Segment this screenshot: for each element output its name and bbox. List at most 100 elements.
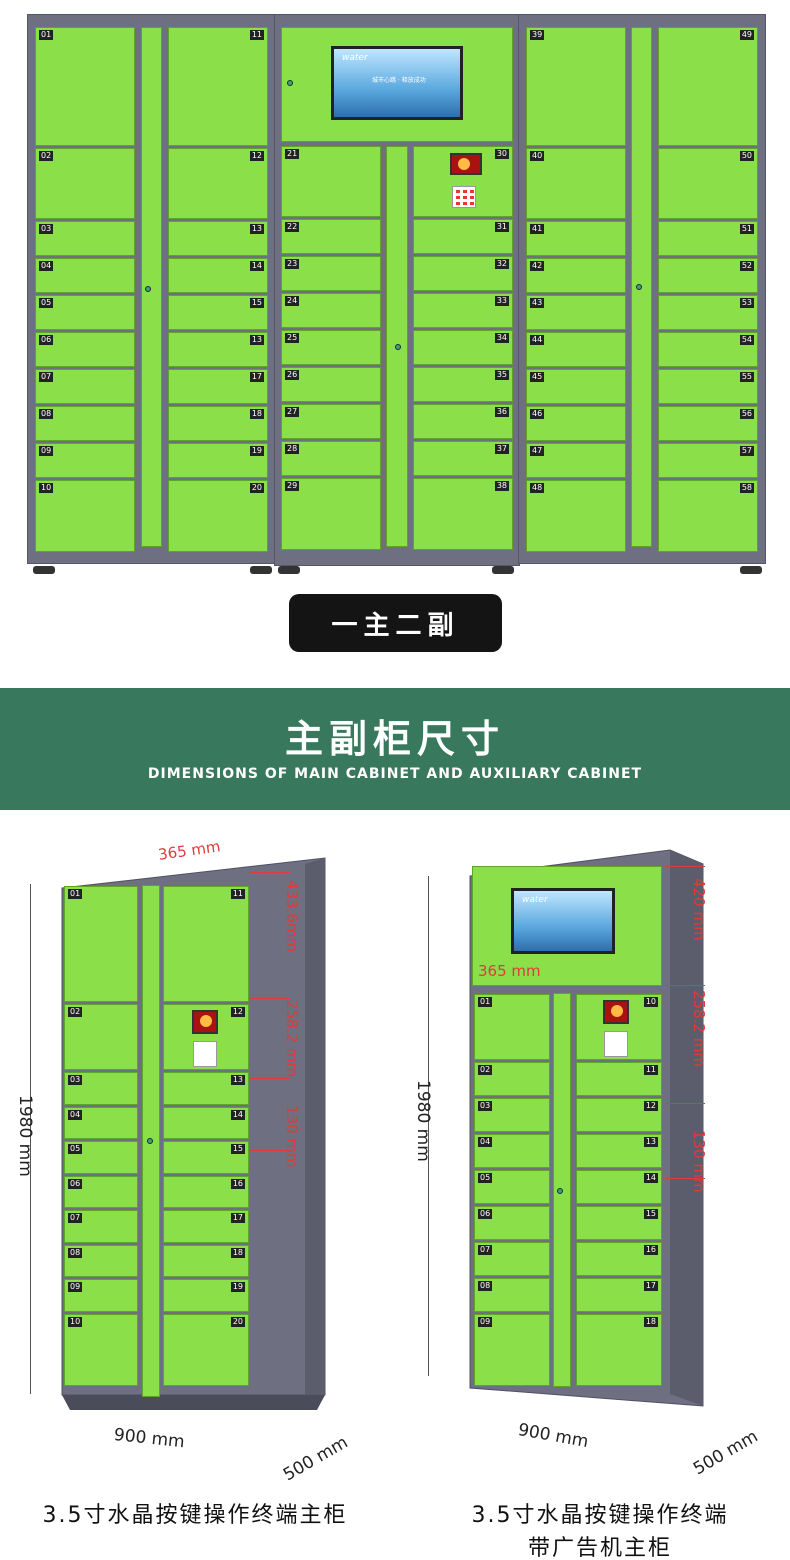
locker-door[interactable]: 52 [658, 258, 758, 293]
locker-door[interactable]: 11 [163, 886, 249, 1002]
locker-door[interactable]: 16 [163, 1175, 249, 1208]
locker-door[interactable]: 03 [474, 1098, 550, 1132]
locker-door[interactable]: 03 [35, 221, 135, 256]
locker-door[interactable]: 56 [658, 406, 758, 441]
locker-door[interactable]: 10 [64, 1313, 138, 1386]
locker-door[interactable]: 46 [526, 406, 626, 441]
locker-number: 18 [249, 409, 264, 419]
locker-door[interactable]: 02 [35, 148, 135, 219]
locker-door[interactable]: 07 [35, 369, 135, 404]
locker-door[interactable]: 12 [168, 148, 268, 219]
locker-door[interactable]: 58 [658, 480, 758, 552]
locker-door[interactable]: 54 [658, 332, 758, 367]
locker-door[interactable]: 31 [413, 219, 513, 254]
locker-door[interactable]: 08 [474, 1278, 550, 1312]
locker-door[interactable]: 07 [64, 1210, 138, 1243]
locker-door[interactable]: 18 [168, 406, 268, 441]
locker-door[interactable]: 35 [413, 367, 513, 402]
locker-door[interactable]: 04 [474, 1134, 550, 1168]
locker-door[interactable]: 07 [474, 1242, 550, 1276]
left-cabinet-center-strip [141, 27, 162, 547]
locker-door[interactable]: 51 [658, 221, 758, 256]
locker-door[interactable]: 02 [64, 1004, 138, 1070]
locker-door[interactable]: 15 [168, 295, 268, 330]
locker-door[interactable]: 18 [163, 1244, 249, 1277]
locker-door[interactable]: 14 [576, 1170, 662, 1204]
locker-door[interactable]: 14 [163, 1106, 249, 1139]
locker-door[interactable]: 12 [576, 1098, 662, 1132]
locker-door[interactable]: 49 [658, 27, 758, 146]
right-product-caption-line2: 带广告机主柜 [527, 1536, 672, 1560]
locker-door[interactable]: 06 [474, 1206, 550, 1240]
locker-door[interactable]: 28 [281, 441, 381, 476]
locker-door[interactable]: 11 [576, 1062, 662, 1096]
locker-door[interactable]: 13 [576, 1134, 662, 1168]
locker-door[interactable]: 32 [413, 256, 513, 291]
locker-door[interactable]: 19 [168, 443, 268, 478]
locker-door[interactable]: 09 [474, 1314, 550, 1386]
locker-door[interactable]: 57 [658, 443, 758, 478]
locker-door[interactable]: 01 [35, 27, 135, 146]
locker-door[interactable]: 02 [474, 1062, 550, 1096]
locker-door[interactable]: 17 [576, 1278, 662, 1312]
locker-door[interactable]: 50 [658, 148, 758, 219]
locker-number: 53 [739, 298, 754, 308]
locker-door[interactable]: 09 [64, 1279, 138, 1312]
locker-door[interactable]: 20 [168, 480, 268, 552]
locker-door[interactable]: 21 [281, 146, 381, 217]
locker-door[interactable]: 43 [526, 295, 626, 330]
locker-door[interactable]: 20 [163, 1313, 249, 1386]
locker-door[interactable]: 05 [35, 295, 135, 330]
locker-door[interactable]: 08 [35, 406, 135, 441]
locker-door[interactable]: 24 [281, 293, 381, 328]
locker-number: 25 [285, 333, 300, 343]
locker-door[interactable]: 37 [413, 441, 513, 476]
locker-door[interactable]: 41 [526, 221, 626, 256]
locker-door[interactable]: 18 [576, 1314, 662, 1386]
locker-door[interactable]: 44 [526, 332, 626, 367]
locker-door[interactable]: 06 [35, 332, 135, 367]
locker-door[interactable]: 27 [281, 404, 381, 439]
locker-door[interactable]: 14 [168, 258, 268, 293]
locker-door[interactable]: 42 [526, 258, 626, 293]
locker-door[interactable]: 01 [474, 994, 550, 1060]
locker-door[interactable]: 17 [163, 1210, 249, 1243]
locker-door[interactable]: 23 [281, 256, 381, 291]
locker-number: 01 [478, 997, 493, 1007]
locker-door[interactable]: 33 [413, 293, 513, 328]
locker-door[interactable]: 55 [658, 369, 758, 404]
locker-number: 09 [68, 1282, 83, 1292]
locker-door[interactable]: 22 [281, 219, 381, 254]
locker-door[interactable]: 38 [413, 478, 513, 550]
locker-door[interactable]: 19 [163, 1279, 249, 1312]
locker-door[interactable]: 10 [35, 480, 135, 552]
locker-door[interactable]: 01 [64, 886, 138, 1002]
locker-door[interactable]: 03 [64, 1072, 138, 1105]
locker-door[interactable]: 13 [168, 332, 268, 367]
locker-door[interactable]: 13 [163, 1072, 249, 1105]
locker-door[interactable]: 16 [576, 1242, 662, 1276]
locker-door[interactable]: 29 [281, 478, 381, 550]
locker-door[interactable]: 05 [64, 1141, 138, 1174]
locker-door[interactable]: 05 [474, 1170, 550, 1204]
locker-door[interactable]: 36 [413, 404, 513, 439]
locker-door[interactable]: 53 [658, 295, 758, 330]
locker-door[interactable]: 15 [576, 1206, 662, 1240]
locker-door[interactable]: 15 [163, 1141, 249, 1174]
locker-door[interactable]: 48 [526, 480, 626, 552]
locker-door[interactable]: 04 [35, 258, 135, 293]
locker-door[interactable]: 47 [526, 443, 626, 478]
locker-door[interactable]: 06 [64, 1175, 138, 1208]
locker-door[interactable]: 40 [526, 148, 626, 219]
locker-door[interactable]: 17 [168, 369, 268, 404]
locker-door[interactable]: 08 [64, 1244, 138, 1277]
locker-door[interactable]: 25 [281, 330, 381, 365]
locker-door[interactable]: 34 [413, 330, 513, 365]
locker-door[interactable]: 45 [526, 369, 626, 404]
locker-door[interactable]: 04 [64, 1106, 138, 1139]
locker-door[interactable]: 13 [168, 221, 268, 256]
locker-door[interactable]: 39 [526, 27, 626, 146]
locker-door[interactable]: 11 [168, 27, 268, 146]
locker-door[interactable]: 09 [35, 443, 135, 478]
locker-door[interactable]: 26 [281, 367, 381, 402]
